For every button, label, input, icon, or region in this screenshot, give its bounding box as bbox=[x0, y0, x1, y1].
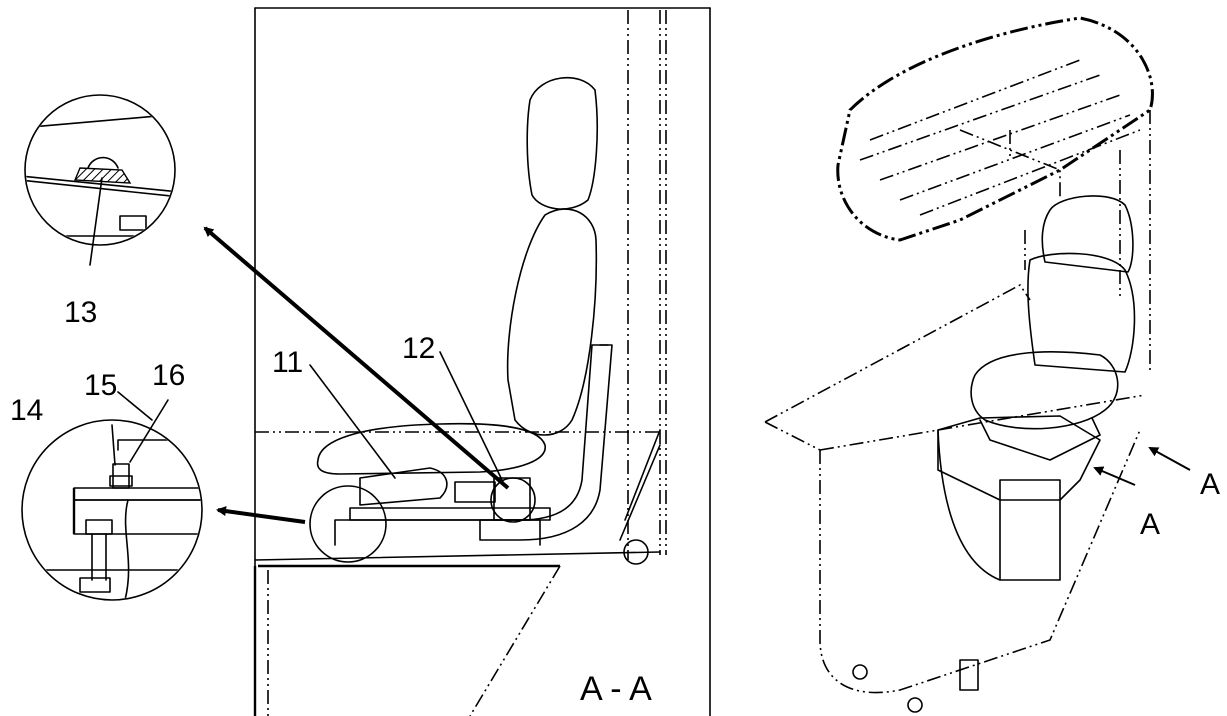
arrow-to-detail-13 bbox=[203, 226, 510, 490]
section-a-a-view bbox=[253, 7, 711, 716]
leader-13 bbox=[89, 177, 103, 266]
view-arrow-a-2 bbox=[1093, 466, 1136, 486]
detail-view-13 bbox=[24, 94, 176, 266]
callout-13: 13 bbox=[64, 296, 97, 329]
callout-11: 11 bbox=[272, 346, 303, 379]
callout-15: 15 bbox=[84, 369, 117, 402]
iso-seat-headrest bbox=[1041, 195, 1134, 273]
view-arrow-a-1 bbox=[1148, 447, 1191, 471]
leader-14 bbox=[111, 424, 116, 466]
callout-12: 12 bbox=[402, 332, 435, 365]
seat-backrest bbox=[506, 208, 598, 436]
section-arrow-a-label-1: A bbox=[1200, 468, 1220, 501]
arrow-to-detail-14 bbox=[216, 506, 306, 524]
iso-seat-backrest bbox=[1027, 252, 1136, 373]
callout-16: 16 bbox=[152, 359, 185, 392]
leader-15 bbox=[117, 391, 153, 421]
detail-view-14-15-16 bbox=[21, 391, 203, 601]
section-arrow-a-label-2: A bbox=[1140, 508, 1160, 541]
seat-headrest bbox=[526, 76, 598, 210]
isometric-cab-view bbox=[764, 16, 1191, 713]
seat-suspension bbox=[359, 467, 448, 506]
leader-11 bbox=[309, 364, 396, 479]
callout-14: 14 bbox=[10, 394, 43, 427]
seat-cushion bbox=[316, 422, 546, 475]
leader-12 bbox=[439, 351, 504, 483]
cab-roof bbox=[836, 16, 1154, 242]
leader-16 bbox=[129, 399, 169, 463]
section-title: A - A bbox=[580, 670, 652, 708]
